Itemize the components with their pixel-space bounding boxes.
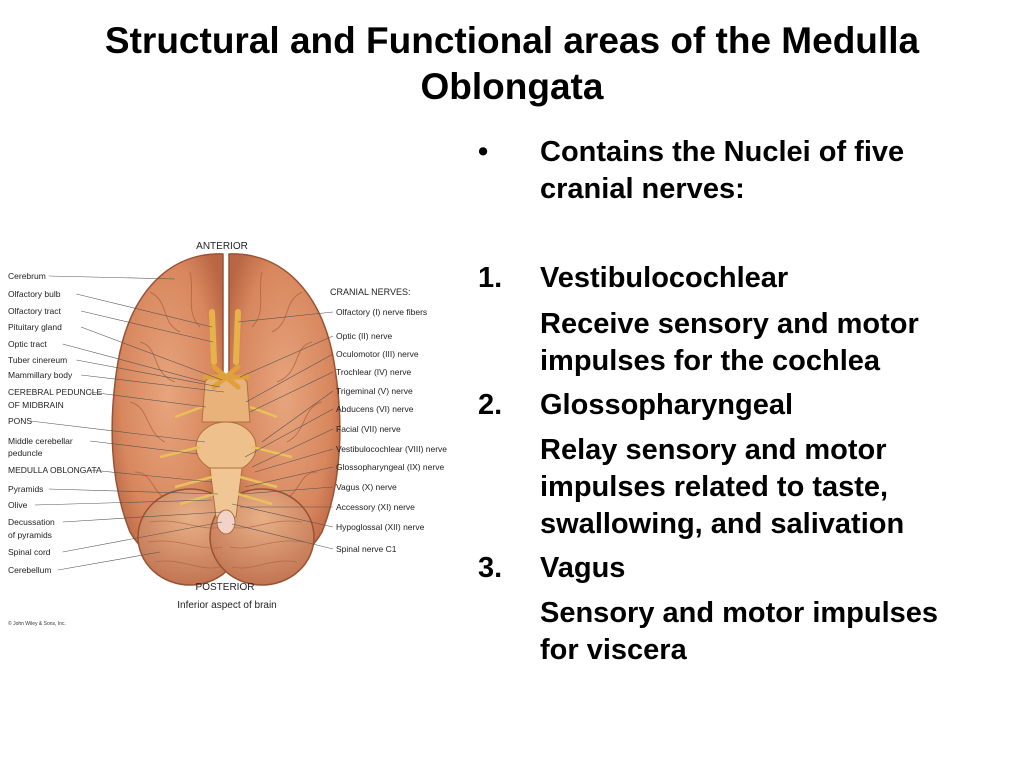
leader-line xyxy=(251,428,334,468)
posterior-label: POSTERIOR xyxy=(196,582,255,593)
right-figure-label: Spinal nerve C1 xyxy=(336,544,397,554)
leader-line xyxy=(80,310,214,343)
item-name: Vagus xyxy=(540,552,626,584)
leader-line xyxy=(90,391,207,408)
desc-line: Sensory and motor impulses xyxy=(540,597,939,629)
bullet-marker: • xyxy=(478,136,489,168)
right-figure-label: Oculomotor (III) nerve xyxy=(336,349,419,359)
left-figure-label: Pituitary gland xyxy=(8,322,62,332)
right-figure-label: Hypoglossal (XII) nerve xyxy=(336,522,425,532)
desc-line: swallowing, and salivation xyxy=(540,508,905,540)
leader-line xyxy=(231,503,334,528)
item-number: 2. xyxy=(478,389,503,421)
left-figure-label: peduncle xyxy=(8,448,43,458)
leader-line xyxy=(62,343,206,383)
title-line-2: Oblongata xyxy=(420,66,604,107)
left-figure-label: Decussation xyxy=(8,517,55,527)
leader-line xyxy=(249,371,334,413)
desc-line: impulses related to taste, xyxy=(540,471,889,503)
leader-line xyxy=(62,511,223,523)
item-name: Glossopharyngeal xyxy=(540,389,794,421)
leader-line xyxy=(261,390,334,443)
leader-line xyxy=(76,359,221,388)
copyright-text: © John Wiley & Sons, Inc. xyxy=(8,620,66,627)
desc-line: Relay sensory and motor xyxy=(540,434,887,466)
spinal-cord xyxy=(216,509,236,535)
leader-line xyxy=(76,293,213,328)
leader-line xyxy=(239,335,334,378)
title-line-1: Structural and Functional areas of the M… xyxy=(104,20,920,61)
left-figure-label: Mammillary body xyxy=(8,370,73,380)
leader-line xyxy=(90,469,213,483)
leader-line xyxy=(30,420,206,443)
left-figure-label: OF MIDBRAIN xyxy=(8,400,64,410)
cranial-nerve-roots xyxy=(159,405,293,506)
right-figure-label: Vagus (X) nerve xyxy=(336,482,397,492)
right-figure-label: Optic (II) nerve xyxy=(336,331,392,341)
leader-line xyxy=(48,488,219,495)
anterior-label: ANTERIOR xyxy=(196,241,248,252)
slide-title: Structural and Functional areas of the M… xyxy=(0,18,1024,110)
brain-diagram: ANTERIOR POSTERIOR Inferior aspect of br… xyxy=(8,241,447,627)
leader-line xyxy=(80,326,223,381)
left-figure-label: Optic tract xyxy=(8,339,47,349)
desc-line: for viscera xyxy=(540,634,687,666)
pons xyxy=(195,421,257,473)
leader-line xyxy=(34,499,213,506)
leader-line xyxy=(254,448,334,473)
leader-line xyxy=(62,521,223,553)
cranial-nerves-header: CRANIAL NERVES: xyxy=(330,287,411,297)
left-figure-label: Tuber cinereum xyxy=(8,355,67,365)
right-figure-label: Facial (VII) nerve xyxy=(336,424,401,434)
left-figure-label: Spinal cord xyxy=(8,547,51,557)
left-figure-label: Middle cerebellar xyxy=(8,436,73,446)
left-figure-label: Cerebrum xyxy=(8,271,46,281)
leader-line xyxy=(245,353,334,403)
left-figure-label: Olive xyxy=(8,500,28,510)
desc-line: impulses for the cochlea xyxy=(540,345,881,377)
left-figure-label: CEREBRAL PEDUNCLE xyxy=(8,387,102,397)
left-figure-label: Olfactory bulb xyxy=(8,289,61,299)
left-figure-label: MEDULLA OBLONGATA xyxy=(8,465,102,475)
desc-line: Receive sensory and motor xyxy=(540,308,919,340)
right-figure-label: Trigeminal (V) nerve xyxy=(336,386,413,396)
leader-line xyxy=(90,440,199,455)
right-figure-label: Vestibulocochlear (VIII) nerve xyxy=(336,444,447,454)
figure-caption: Inferior aspect of brain xyxy=(177,600,277,611)
midbrain-peduncles xyxy=(201,374,251,423)
olfactory-tract xyxy=(209,309,217,365)
left-figure-label: Cerebellum xyxy=(8,565,51,575)
leader-line xyxy=(57,551,161,571)
item-number: 3. xyxy=(478,552,503,584)
left-figure-label: Olfactory tract xyxy=(8,306,62,316)
leader-line xyxy=(80,374,225,393)
right-figure-label: Trochlear (IV) nerve xyxy=(336,367,412,377)
leader-line xyxy=(237,311,334,323)
cerebellum-folia xyxy=(147,520,305,569)
olfactory-tract xyxy=(233,309,241,365)
item-name: Vestibulocochlear xyxy=(540,262,789,294)
leader-line xyxy=(244,466,334,488)
right-figure-label: Abducens (VI) nerve xyxy=(336,404,414,414)
right-figure-label: Glossopharyngeal (IX) nerve xyxy=(336,462,444,472)
left-figure-label: of pyramids xyxy=(8,530,52,540)
right-figure-label: Olfactory (I) nerve fibers xyxy=(336,307,427,317)
left-figure-label: Pyramids xyxy=(8,484,43,494)
leader-line xyxy=(231,523,334,550)
right-figure-label: Accessory (XI) nerve xyxy=(336,502,415,512)
intro-line-2: cranial nerves: xyxy=(540,173,745,205)
left-figure-label: PONS xyxy=(8,416,32,426)
item-number: 1. xyxy=(478,262,503,294)
intro-line-1: Contains the Nuclei of five xyxy=(540,136,905,168)
leader-line xyxy=(48,275,176,280)
leader-line xyxy=(244,408,334,458)
leader-line xyxy=(241,486,334,495)
